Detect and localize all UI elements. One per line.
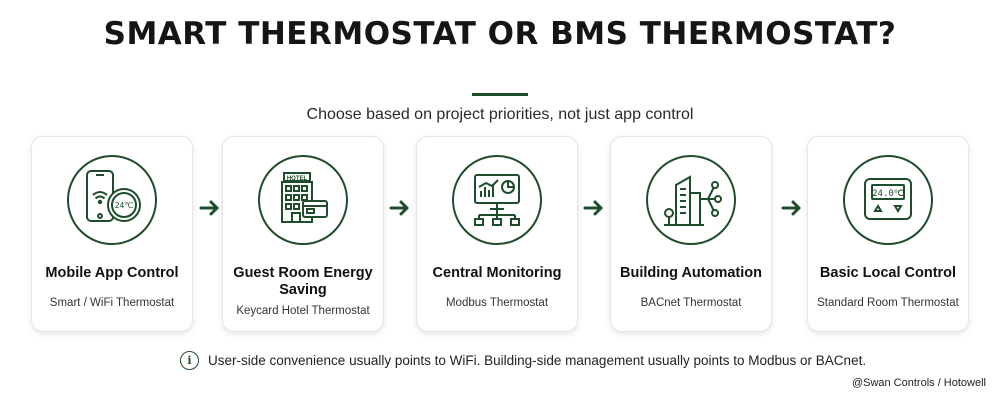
card-mobile-app-control: 24℃ Mobile App Control Smart / WiFi Ther… (31, 136, 193, 332)
info-icon: i (180, 350, 199, 370)
card-title: Central Monitoring (432, 265, 562, 281)
card-subtitle: Smart / WiFi Thermostat (49, 297, 175, 309)
page-subtitle: Choose based on project priorities, not … (306, 106, 694, 123)
card-title: Building Automation (619, 265, 763, 281)
card-subtitle: Keycard Hotel Thermostat (236, 305, 370, 317)
info-note-text: User-side convenience usually points to … (208, 352, 867, 368)
card-guest-room-energy-saving: HOTEL Guest Room Energy Saving Keycard H… (222, 136, 384, 332)
card-title: Basic Local Control (819, 265, 957, 281)
card-subtitle: Modbus Thermostat (445, 297, 549, 309)
page-title: SMART THERMOSTAT OR BMS THERMOSTAT? (103, 16, 897, 52)
card-subtitle: Standard Room Thermostat (817, 297, 959, 309)
monitor-network-icon (452, 155, 542, 245)
svg-text:HOTEL: HOTEL (287, 176, 308, 182)
card-basic-local-control: 24.0℃ Basic Local Control Standard Room … (807, 136, 969, 332)
svg-text:24.0℃: 24.0℃ (872, 189, 904, 199)
wall-thermostat-icon: 24.0℃ (843, 155, 933, 245)
card-building-automation: Building Automation BACnet Thermostat (610, 136, 772, 332)
info-note: i User-side convenience usually points t… (180, 349, 866, 371)
credit-text: @Swan Controls / Hotowell (851, 377, 986, 389)
title-divider (472, 93, 528, 96)
card-title: Mobile App Control (45, 265, 179, 281)
svg-text:24℃: 24℃ (115, 201, 134, 210)
building-network-icon (646, 155, 736, 245)
smartphone-thermostat-icon: 24℃ (67, 155, 157, 245)
hotel-keycard-icon: HOTEL (258, 155, 348, 245)
card-central-monitoring: Central Monitoring Modbus Thermostat (416, 136, 578, 332)
card-subtitle: BACnet Thermostat (640, 297, 742, 309)
arrow-right-icon (197, 198, 223, 218)
arrow-right-icon (779, 198, 805, 218)
arrow-right-icon (387, 198, 413, 218)
arrow-right-icon (581, 198, 607, 218)
card-title: Guest Room Energy Saving (233, 265, 373, 298)
